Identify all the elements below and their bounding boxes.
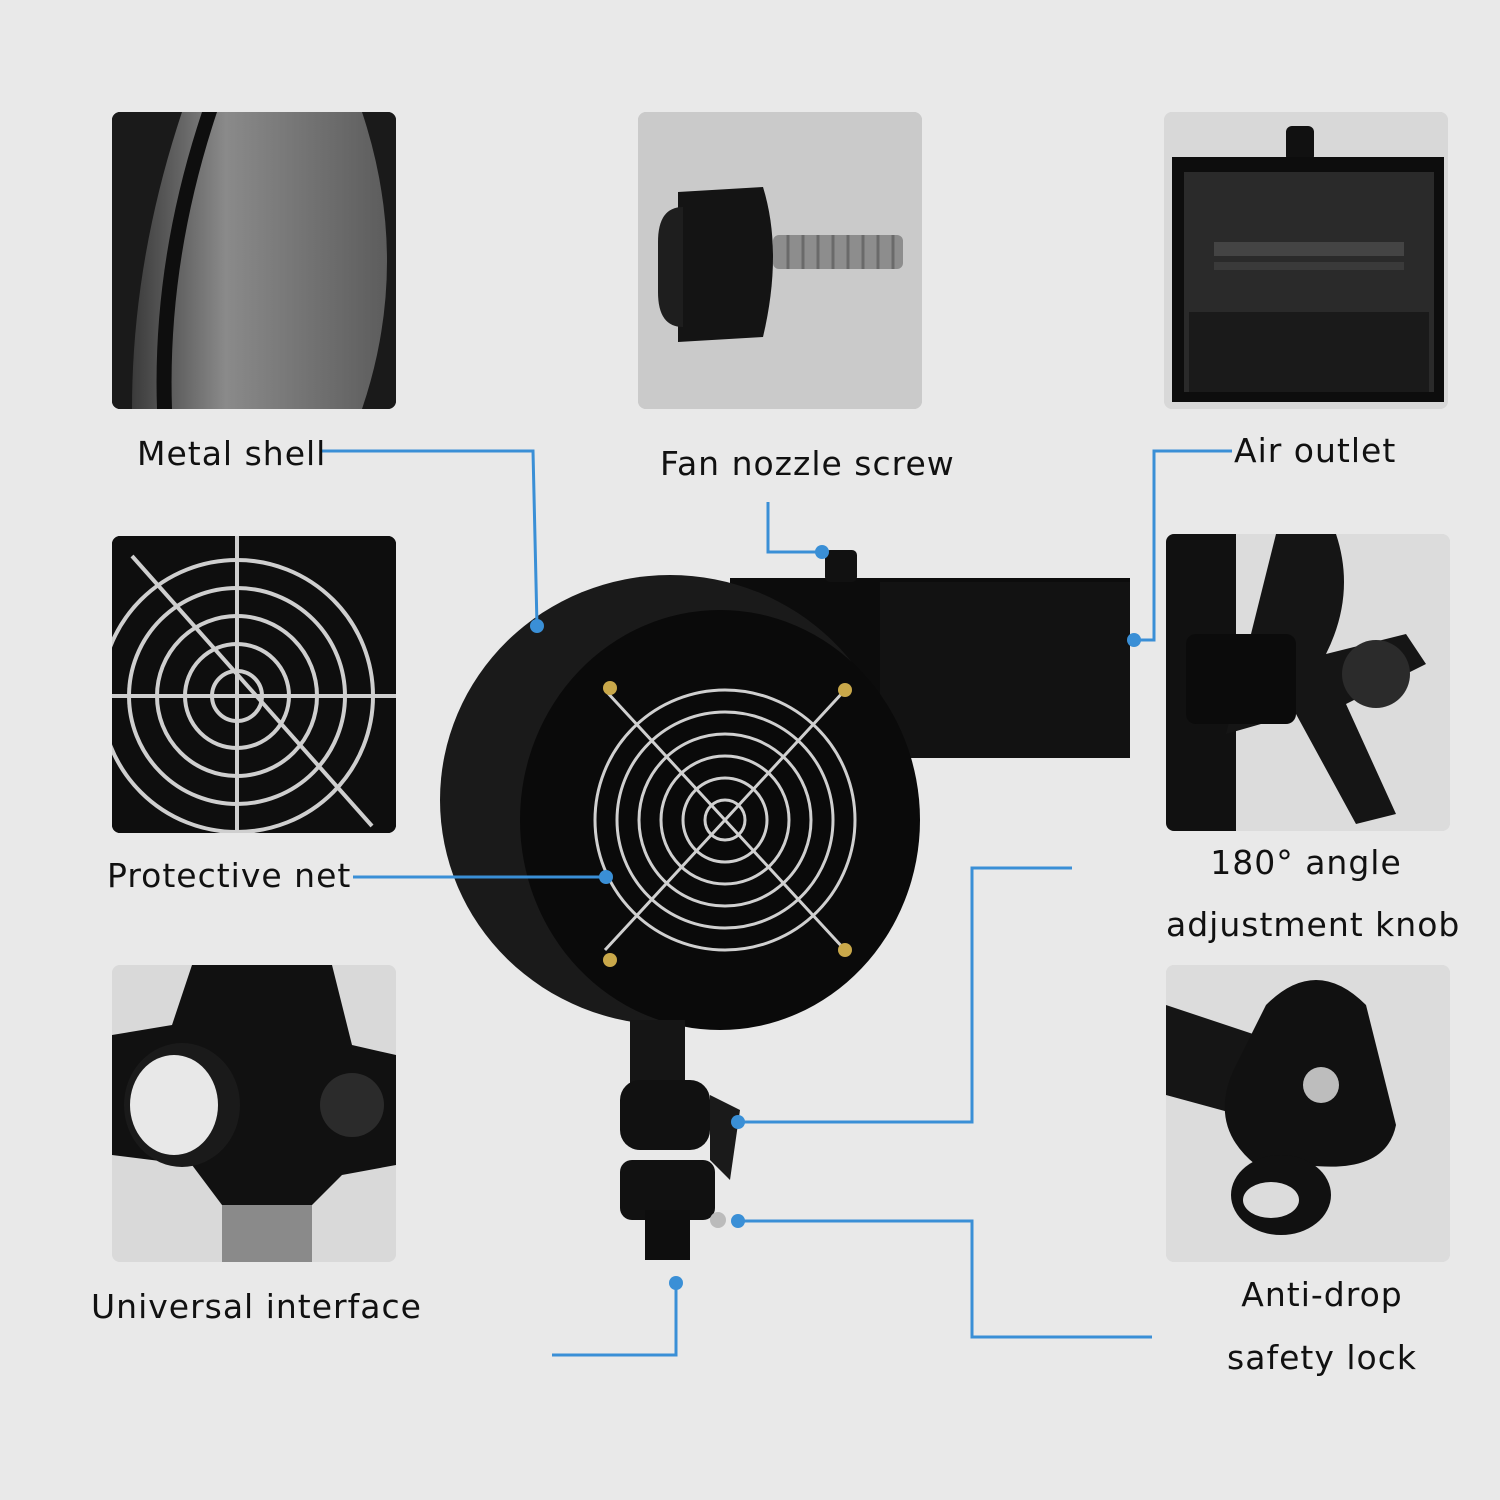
air-outlet-icon (1164, 112, 1448, 409)
anti-drop-label-line2: safety lock (1227, 1338, 1417, 1377)
metal-shell-panel (112, 112, 396, 409)
universal-interface-icon (112, 965, 396, 1262)
fan-grille-icon (112, 536, 396, 833)
universal-interface-panel (112, 965, 396, 1262)
anti-drop-label-line1: Anti-drop (1241, 1275, 1403, 1314)
protective-net-panel (112, 536, 396, 833)
air-outlet-label: Air outlet (1234, 431, 1397, 470)
fan-nozzle-screw-panel (638, 112, 922, 409)
angle-knob-label-line2: adjustment knob (1166, 905, 1461, 944)
blower-fan-icon (440, 550, 1130, 1260)
safety-lock-panel (1166, 965, 1450, 1262)
angle-knob-label-line1: 180° angle (1210, 843, 1402, 882)
universal-interface-label: Universal interface (91, 1287, 422, 1326)
angle-knob-panel (1166, 534, 1450, 831)
air-outlet-panel (1164, 112, 1448, 409)
safety-lock-icon (1166, 965, 1450, 1262)
metal-shell-icon (112, 112, 396, 409)
protective-net-label: Protective net (107, 856, 352, 895)
angle-knob-icon (1166, 534, 1450, 831)
metal-shell-label: Metal shell (137, 434, 327, 473)
thumb-screw-icon (638, 112, 922, 409)
fan-nozzle-screw-label: Fan nozzle screw (660, 444, 955, 483)
